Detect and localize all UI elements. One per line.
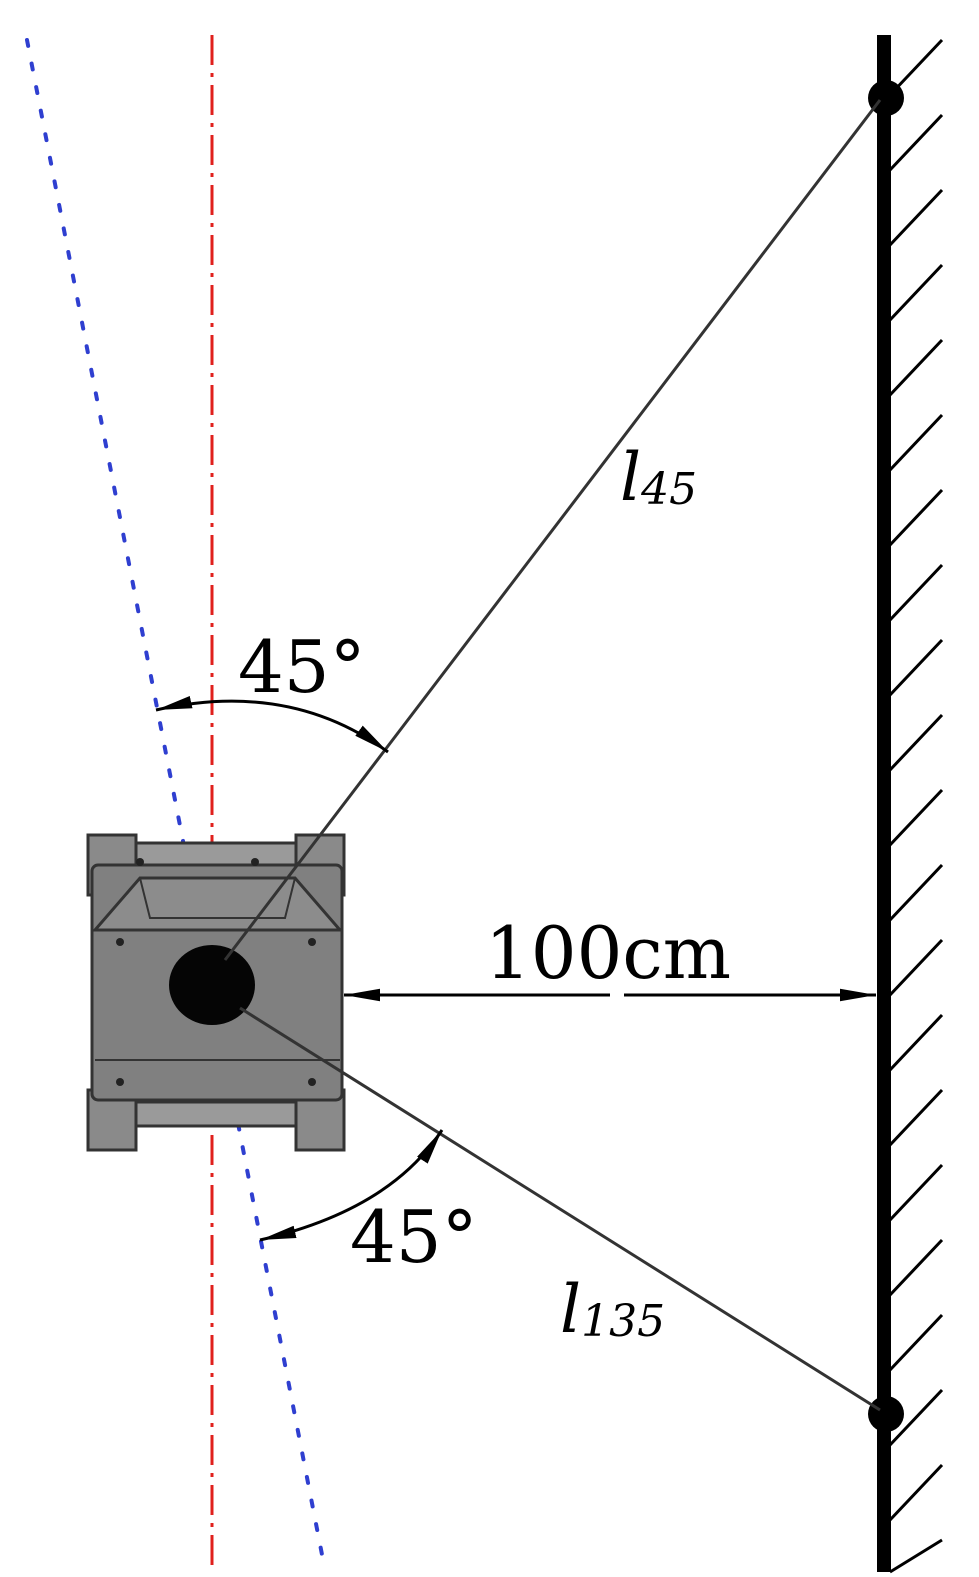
beam-l45	[223, 99, 882, 961]
angle-arc-top	[155, 695, 389, 754]
wall-hatching	[888, 38, 944, 1574]
robot	[86, 833, 346, 1152]
distance-label: 100cm	[485, 911, 731, 995]
wall-point-top	[868, 80, 904, 116]
label-l45-sub: 45	[640, 464, 697, 515]
label-l135-main: l	[560, 1271, 581, 1348]
label-l45-main: l	[620, 439, 641, 516]
robot-bolts	[116, 858, 316, 1086]
distance-label-gap	[610, 988, 624, 1002]
robot-sensor	[169, 945, 255, 1025]
robot-top-bar	[134, 841, 298, 869]
robot-front-detail	[139, 877, 296, 919]
robot-heading-line	[25, 38, 327, 1572]
angle-arc-bottom	[259, 1129, 444, 1242]
label-l135: l135	[560, 1271, 665, 1348]
robot-front-panel	[91, 876, 344, 932]
angle-label-bottom: 45°	[350, 1195, 478, 1279]
label-l135-sub: 135	[581, 1296, 665, 1347]
beam-l135	[239, 1006, 881, 1412]
angle-label-top: 45°	[238, 625, 366, 709]
wall-point-bottom	[868, 1396, 904, 1432]
label-l45: l45	[620, 439, 697, 516]
wall	[868, 35, 944, 1574]
robot-bottom-bar	[134, 1100, 298, 1128]
